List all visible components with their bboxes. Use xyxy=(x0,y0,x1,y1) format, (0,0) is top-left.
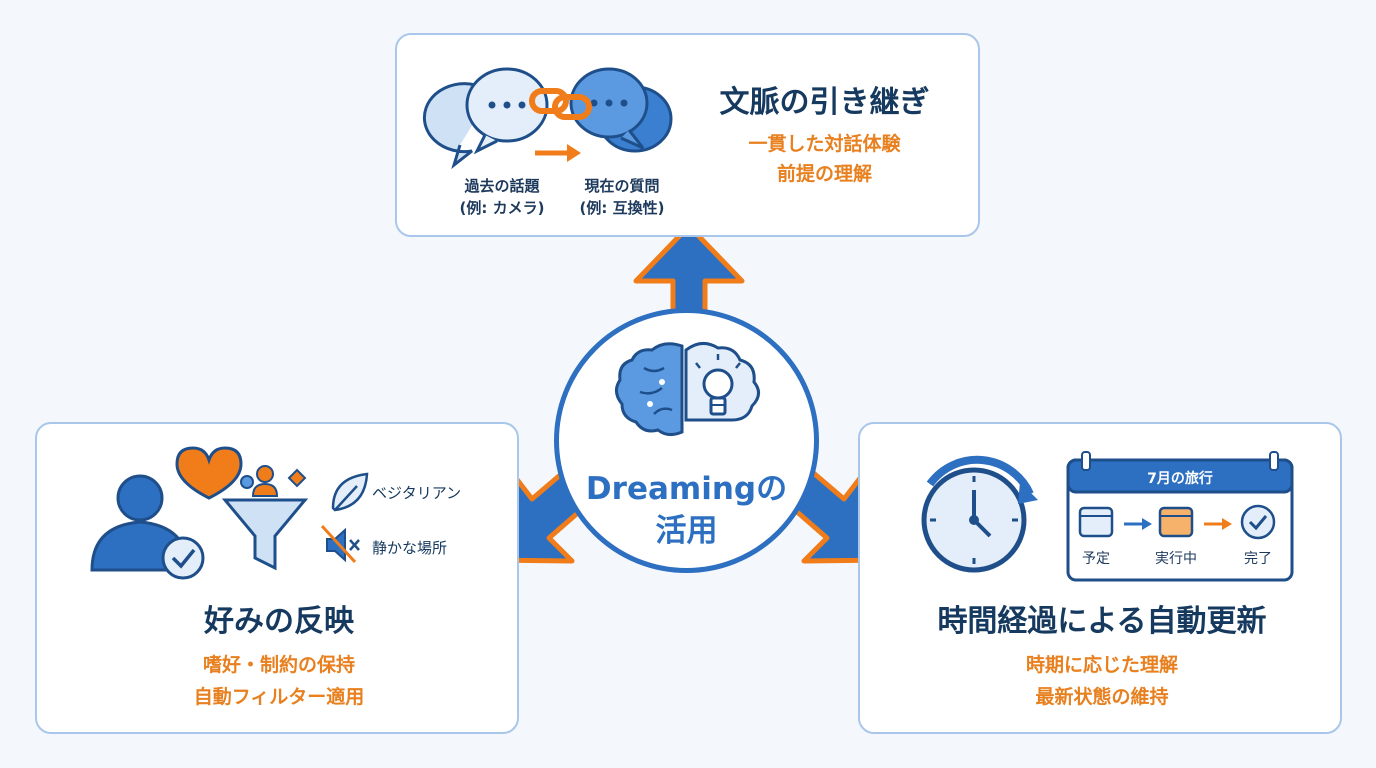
context-card: 過去の話題 (例: カメラ) 現在の質問 (例: 互換性) 文脈の引き継ぎ 一貫… xyxy=(395,33,980,237)
hub-title-line1: Dreamingの xyxy=(585,471,788,507)
step-done: 完了 xyxy=(1244,551,1272,567)
mute-icon xyxy=(320,524,360,564)
context-title: 文脈の引き継ぎ xyxy=(719,85,930,120)
step-in-progress: 実行中 xyxy=(1155,551,1197,567)
brain-bulb-icon xyxy=(615,342,760,437)
time-update-title: 時間経過による自動更新 xyxy=(937,604,1267,639)
step-planned: 予定 xyxy=(1082,551,1110,567)
current-question-example: (例: 互換性) xyxy=(579,199,665,217)
preference-icons xyxy=(90,446,369,580)
check-icon xyxy=(161,536,205,580)
time-icons xyxy=(921,451,1294,582)
clock-refresh-icon xyxy=(921,455,1038,573)
tag-quiet-place: 静かな場所 xyxy=(372,539,448,557)
calendar-icon xyxy=(1066,451,1294,582)
preference-title: 好みの反映 xyxy=(204,604,354,639)
chat-link-icon xyxy=(422,67,673,170)
past-topic-label: 過去の話題 xyxy=(464,177,540,195)
leaf-icon xyxy=(331,472,369,512)
calendar-title: 7月の旅行 xyxy=(1147,471,1213,487)
link-icon xyxy=(529,88,569,114)
context-sub1: 一貫した対話体験 xyxy=(748,133,901,155)
past-topic-example: (例: カメラ) xyxy=(459,199,545,217)
dreaming-hub: Dreamingの 活用 xyxy=(554,308,819,573)
heart-icon xyxy=(175,446,243,500)
filter-funnel-icon xyxy=(221,465,309,571)
preference-card: ベジタリアン 静かな場所 好みの反映 嗜好・制約の保持 自動フィルター適用 xyxy=(35,422,519,734)
user-icon xyxy=(90,474,190,572)
tag-vegetarian: ベジタリアン xyxy=(372,484,462,502)
time-update-sub1: 時期に応じた理解 xyxy=(1025,654,1178,676)
in-progress-icon xyxy=(1158,506,1194,538)
current-question-label: 現在の質問 xyxy=(584,177,660,195)
preference-sub1: 嗜好・制約の保持 xyxy=(202,654,355,676)
context-sub2: 前提の理解 xyxy=(776,163,872,185)
time-update-card: 7月の旅行 予定 実行中 完了 時間経過による自動更新 時期に応じた理解 最新状… xyxy=(858,422,1342,734)
time-update-sub2: 最新状態の維持 xyxy=(1035,686,1169,708)
preference-sub2: 自動フィルター適用 xyxy=(193,686,365,708)
hub-title-line2: 活用 xyxy=(655,513,718,549)
planned-icon xyxy=(1078,506,1114,538)
done-check-icon xyxy=(1240,504,1276,540)
